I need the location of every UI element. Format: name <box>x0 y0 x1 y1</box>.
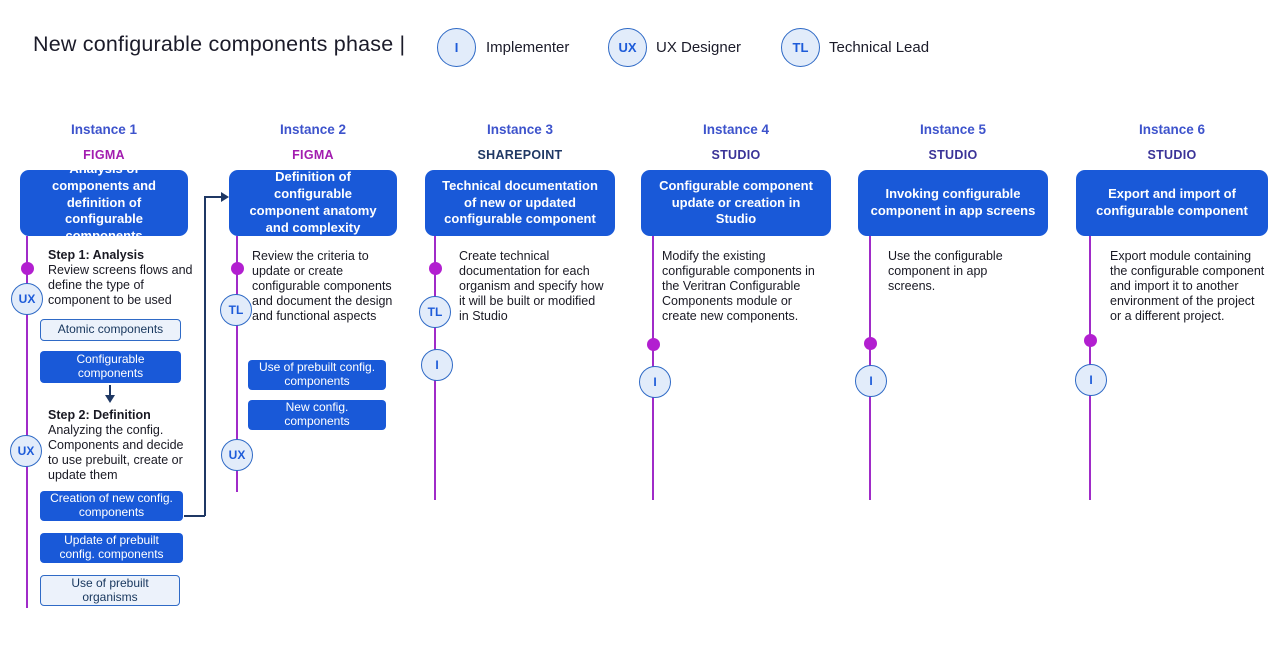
connector-bottom-segment <box>184 515 205 517</box>
instance-6-i-badge: I <box>1075 364 1107 396</box>
instance-2-header-box: Definition of configurable component ana… <box>229 169 397 236</box>
instance-4-header-box: Configurable component update or creatio… <box>641 170 831 236</box>
instance-1-chip-use-organisms: Use of prebuilt organisms <box>40 575 180 606</box>
timeline-dot-5 <box>863 336 877 350</box>
down-arrow-icon <box>105 395 115 403</box>
legend-implementer-badge: I <box>437 28 476 67</box>
instance-5-text: Use the configurable component in app sc… <box>888 249 1003 293</box>
instance-1-ux-badge-2: UX <box>10 435 42 467</box>
timeline-dot-4 <box>646 337 660 351</box>
timeline-dot-1 <box>20 261 34 275</box>
down-arrow-line <box>109 385 111 396</box>
instance-1-chip-update: Update of prebuilt config. components <box>40 533 183 563</box>
instance-4-tool-label: STUDIO <box>711 148 761 162</box>
instance-1-step1-text: Review screens flows and define the type… <box>48 263 193 307</box>
instance-1-title: Instance 1 <box>70 122 138 137</box>
instance-1-chip-creation: Creation of new config. components <box>40 491 183 521</box>
instance-1-step1-heading: Step 1: Analysis <box>48 248 145 262</box>
instance-5-i-badge: I <box>855 365 887 397</box>
instance-6-tool-label: STUDIO <box>1147 148 1197 162</box>
instance-6-title: Instance 6 <box>1138 122 1206 137</box>
instance-1-chip-atomic: Atomic components <box>40 319 181 341</box>
instance-2-text: Review the criteria to update or create … <box>252 249 393 323</box>
instance-2-title: Instance 2 <box>279 122 347 137</box>
instance-5-tool-label: STUDIO <box>928 148 978 162</box>
instance-3-tool-label: SHAREPOINT <box>477 148 563 162</box>
connector-top-segment <box>204 196 222 198</box>
legend-tl-label: Technical Lead <box>829 39 930 56</box>
instance-2-chip-prebuilt: Use of prebuilt config. components <box>248 360 386 390</box>
instance-5-title: Instance 5 <box>919 122 987 137</box>
instance-3-title: Instance 3 <box>486 122 554 137</box>
instance-6-text: Export module containing the configurabl… <box>1110 249 1265 323</box>
instance-3-header-box: Technical documentation of new or update… <box>425 170 615 236</box>
instance-5-header-box: Invoking configurable component in app s… <box>858 170 1048 236</box>
instance-1-chip-configurable: Configurable components <box>40 351 181 383</box>
instance-2-chip-new: New config. components <box>248 400 386 430</box>
connector-vertical-segment <box>204 196 206 516</box>
legend-ux-label: UX Designer <box>656 39 742 56</box>
instance-6-header-box: Export and import of configurable compon… <box>1076 170 1268 236</box>
timeline-line-2 <box>235 236 238 492</box>
instance-4-title: Instance 4 <box>702 122 770 137</box>
instance-1-step2-heading: Step 2: Definition <box>48 408 151 422</box>
instance-2-tl-badge: TL <box>220 294 252 326</box>
instance-3-text: Create technical documentation for each … <box>459 249 604 323</box>
instance-2-tool-label: FIGMA <box>292 148 334 162</box>
instance-4-text: Modify the existing configurable compone… <box>662 249 815 323</box>
timeline-dot-6 <box>1083 333 1097 347</box>
instance-1-tool-label: FIGMA <box>83 148 125 162</box>
instance-3-i-badge: I <box>421 349 453 381</box>
instance-2-ux-badge: UX <box>221 439 253 471</box>
timeline-line-1 <box>25 236 28 608</box>
legend-implementer-label: Implementer <box>486 39 570 56</box>
instance-1-ux-badge-1: UX <box>11 283 43 315</box>
instance-1-step2-text: Analyzing the config. Components and dec… <box>48 423 184 482</box>
instance-3-tl-badge: TL <box>419 296 451 328</box>
legend-tl-badge: TL <box>781 28 820 67</box>
instance-4-i-badge: I <box>639 366 671 398</box>
legend-ux-badge: UX <box>608 28 647 67</box>
instance-1-header-box: Analysis of components and definition of… <box>20 161 188 243</box>
timeline-dot-3 <box>428 261 442 275</box>
page-title: New configurable components phase | <box>33 32 406 56</box>
connector-arrow-icon <box>221 192 229 202</box>
timeline-dot-2 <box>230 261 244 275</box>
